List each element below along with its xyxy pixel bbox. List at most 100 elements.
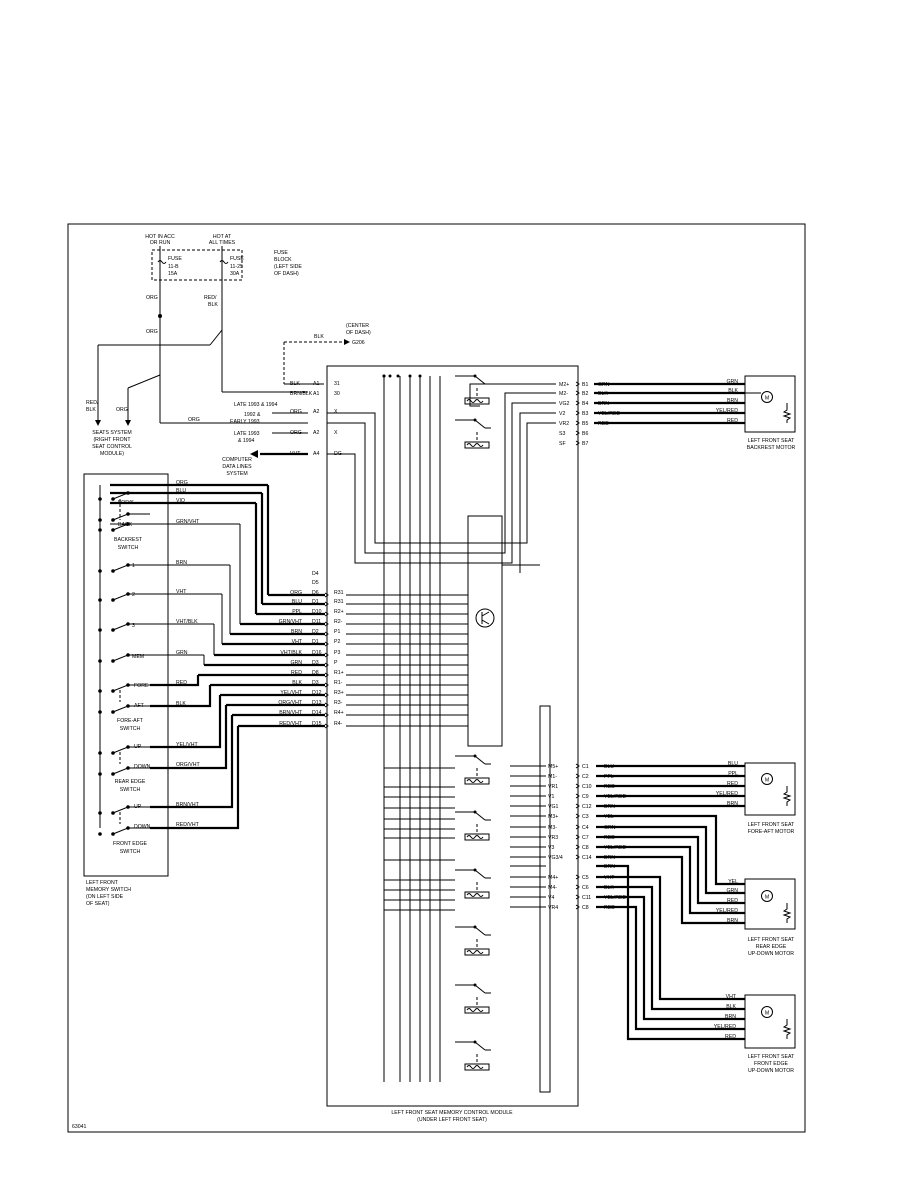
switch-lever [112,806,129,814]
backrest-title-2: BACKREST MOTOR [747,445,796,451]
ground-id: G206 [352,340,365,346]
fuse1-label: FUSE [168,256,182,262]
contact-dot [98,710,102,714]
switch-pin: D10 [312,609,322,615]
memory-switch-title-1: LEFT FRONT [86,880,119,886]
pin-id: C8 [582,905,589,911]
module-trace-box [539,705,551,1093]
contact-dot [98,569,102,573]
coil-icon [466,893,484,897]
switch-inner: R1+ [334,670,344,676]
pin-id: A4 [313,451,319,457]
module-left-pins: BLK A1 31 BRN/BLK A1 30 ORG A2 X ORG A2 … [290,381,342,457]
connector-mark [575,420,580,426]
switch-inner: R2+ [334,609,344,615]
pin-id: C5 [582,875,589,881]
switch-lever [112,593,129,601]
motor-icon [761,391,773,403]
wire-line [596,885,745,1011]
connector-mark [575,844,580,850]
motor-wire-label: GRN [726,379,738,385]
contact-dot [98,772,102,776]
fuse-icon [157,260,167,264]
switch-pin: D1 [312,639,319,645]
relay-coil [464,397,490,405]
switch-lever [112,623,129,631]
hot-acc-line1: HOT IN ACC [145,234,175,240]
ground-note-2: OF DASH) [346,330,371,336]
connector-mark [575,400,580,406]
fore-aft-title-1: LEFT FRONT SEAT [748,822,795,828]
trace [327,392,556,554]
wire-line [150,675,200,687]
junction-dot [418,374,422,378]
seats-system-1: SEATS SYSTEM [92,430,131,436]
wire-line [150,705,228,770]
connector-mark [575,793,580,799]
pin-id: C12 [582,804,592,810]
pin-inner: VR4 [548,905,558,911]
contact-dot [98,689,102,693]
bottom-motor-wires: BLUPPLREDYEL/REDBRNYELGRNREDYEL/REDBRNVH… [510,761,792,1041]
rear-edge-title-1: LEFT FRONT SEAT [748,937,795,943]
diagram-frame [67,223,806,1133]
relay-coil [464,441,490,449]
pin-id: B3 [582,411,588,417]
connector-mark [324,723,329,729]
front-edge-switch-2: SWITCH [120,849,141,855]
early-1993-1: 1992 & [244,412,261,418]
pin-inner: X [334,430,338,436]
contact-dot [98,751,102,755]
pin-inner: 30 [334,391,340,397]
hot-all-line2: ALL TIMES [209,240,236,246]
relay-coil [464,948,490,956]
pin-inner: M1- [548,774,557,780]
motor-wire-label: YEL/RED [714,1024,736,1030]
connector-mark [324,672,329,678]
pin-inner: SF [559,441,566,447]
contact-dot [473,810,477,814]
connector-mark [324,611,329,617]
ground-note-1: (CENTER [346,323,369,329]
switch-wire-name: BLU [292,599,302,605]
fuse2-label: FUSE [230,256,244,262]
pin-wire: ORG [290,409,302,415]
relay-switch [474,926,486,936]
switch-lever [112,767,129,775]
pin-wire: VHT [290,451,301,457]
switch-lever [112,564,129,572]
pin-inner: M5+ [548,764,558,770]
switch-inner: P3 [334,650,340,656]
computer-1: COMPUTER [222,457,252,463]
contact-dot [98,659,102,663]
connector-mark [575,813,580,819]
contact-dot [98,598,102,602]
pin-id: C1 [582,764,589,770]
motor-wire-label: BRN [725,1014,736,1020]
connector-mark [324,601,329,607]
fuse2-rating: 30A [230,271,240,277]
switch-lever [112,523,129,531]
switch-pin: D11 [312,619,321,625]
switch-wire-label: BLU [176,488,186,494]
fore-aft-title-2: FORE-AFT MOTOR [748,829,795,835]
spare-pin: D5 [312,580,319,586]
pin-id: C14 [582,855,592,861]
pin-inner: V2 [559,411,565,417]
connector-mark [324,641,329,647]
fuse-block-line4: OF DASH) [274,271,299,277]
pin-id: B5 [582,421,588,427]
connector-mark [575,834,580,840]
wire-line [596,825,745,895]
pin-id: A2 [313,430,319,436]
pin-id: A1 [313,391,319,397]
coil-icon [466,1008,484,1012]
mem-label: 3 [132,623,135,629]
coil-icon [466,950,484,954]
mem-label: 1 [132,563,135,569]
switch-pin: D16 [312,650,322,656]
pin-inner: VG1 [548,804,558,810]
pin-id: B1 [582,382,588,388]
motor-icon [761,773,773,785]
connector-mark [575,430,580,436]
